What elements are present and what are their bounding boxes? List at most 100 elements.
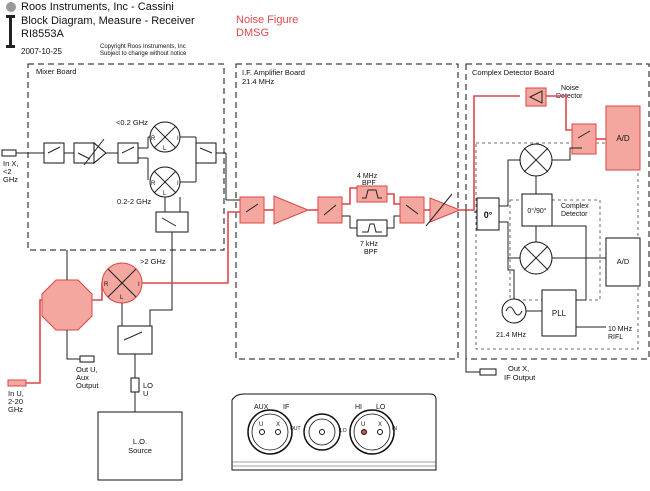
input-u-label-2: 2-20 bbox=[8, 397, 23, 406]
mixer-board-label: Mixer Board bbox=[36, 67, 76, 76]
mixer-high-r: R bbox=[104, 282, 109, 288]
switch-3 bbox=[117, 142, 139, 164]
mixer-low-r: R bbox=[151, 136, 156, 142]
quadrature-splitter bbox=[521, 193, 553, 227]
ad-bottom-label: A/D bbox=[617, 257, 630, 266]
zero-degree-splitter bbox=[476, 197, 500, 231]
panel-connector-lo bbox=[303, 413, 341, 451]
lo-switch-mixer bbox=[155, 211, 189, 233]
pll-block bbox=[541, 289, 577, 337]
lo-source-label-2: Source bbox=[128, 446, 152, 455]
input-x-label-3: GHz bbox=[3, 175, 18, 184]
input-x-label: In X, bbox=[3, 159, 18, 168]
ad-converter-top bbox=[605, 105, 641, 171]
if-board-outline bbox=[235, 63, 459, 360]
bpf-7khz-label-2: BPF bbox=[364, 249, 378, 256]
bpf-4mhz-label-2: BPF bbox=[362, 180, 376, 187]
band-label-02-2: 0.2-2 GHz bbox=[117, 197, 151, 206]
panel-lo-label: LO bbox=[376, 404, 386, 411]
logo-dot-icon bbox=[6, 2, 16, 12]
panel-lo-side-label: LO bbox=[340, 428, 347, 434]
panel-aux-u: U bbox=[259, 422, 263, 428]
panel-if-label: IF bbox=[283, 404, 289, 411]
ref-in-label: 10 MHz bbox=[608, 326, 633, 333]
panel-aux-label: AUX bbox=[254, 404, 269, 411]
lo-source-block bbox=[97, 411, 183, 481]
ref-in-label-2: RIFL bbox=[608, 334, 623, 341]
output-x-connector bbox=[479, 368, 497, 376]
if-input-switch bbox=[239, 196, 265, 224]
output-x-label: Out X, bbox=[508, 364, 529, 373]
panel-out-label: OUT bbox=[290, 426, 301, 432]
input-x-connector bbox=[1, 149, 17, 157]
band-label-lt02: <0.2 GHz bbox=[116, 118, 148, 127]
oscillator-label: 21.4 MHz bbox=[496, 332, 526, 339]
detector-mixer-i bbox=[519, 143, 553, 177]
if-filter-switch-in bbox=[317, 196, 343, 224]
output-u-label: Out U, bbox=[76, 365, 98, 374]
output-u-label-3: Output bbox=[76, 381, 99, 390]
noise-detector bbox=[525, 87, 547, 107]
mixer-mid-i: I bbox=[177, 181, 179, 187]
bpf-4mhz-label: 4 MHz bbox=[357, 173, 378, 180]
ad-input-switch bbox=[571, 123, 597, 155]
input-u-coupler bbox=[41, 279, 93, 331]
highlight-noise-figure: Noise Figure bbox=[236, 14, 298, 26]
copyright: Copyright Roos Instruments, Inc bbox=[100, 44, 186, 50]
ad-top-label: A/D bbox=[616, 134, 630, 143]
output-u-label-2: Aux bbox=[76, 373, 89, 382]
highlight-dmsg: DMSG bbox=[236, 27, 269, 39]
ad-converter-bottom bbox=[605, 237, 641, 287]
switch-1 bbox=[43, 142, 65, 164]
complex-detector-board-outline bbox=[465, 63, 650, 360]
lo-u-label: LO bbox=[143, 381, 153, 390]
complex-detector-label-2: Detector bbox=[561, 211, 588, 218]
if-gain-arrow-icon bbox=[425, 193, 453, 227]
quadrature-label: 0°/90° bbox=[527, 207, 546, 215]
complex-detector-label: Complex bbox=[561, 203, 589, 210]
noise-detector-label-2: Detector bbox=[556, 93, 583, 100]
lo-u-connector bbox=[130, 377, 140, 393]
mixer-high-l: L bbox=[120, 295, 124, 301]
panel-connector-aux-if bbox=[247, 409, 293, 455]
oscillator-21-4mhz bbox=[501, 298, 527, 324]
lo-source-label: L.O. bbox=[133, 437, 147, 446]
detector-mixer-q bbox=[519, 241, 553, 275]
pll-label: PLL bbox=[552, 309, 567, 318]
input-u-label: In U, bbox=[8, 389, 24, 398]
lo-switch bbox=[117, 325, 153, 355]
if-board-label: I.F. Amplifier Board bbox=[242, 68, 305, 77]
panel-if-x: X bbox=[276, 422, 280, 428]
amplifier-1 bbox=[93, 141, 107, 165]
switch-2 bbox=[73, 142, 95, 164]
bpf-4mhz bbox=[356, 185, 388, 203]
mixer-high-i: I bbox=[138, 282, 140, 288]
noise-detector-label: Noise bbox=[561, 85, 579, 92]
if-variable-amplifier bbox=[429, 197, 462, 223]
mixer-mid-l: L bbox=[163, 191, 167, 197]
mixer-low-l: L bbox=[163, 146, 167, 152]
zero-degree-label: 0° bbox=[484, 210, 493, 220]
mixer-mid-r: R bbox=[151, 181, 156, 187]
part-number: RI8553A bbox=[21, 28, 64, 40]
company-name: Roos Instruments, Inc - Cassini bbox=[21, 1, 174, 13]
bpf-7khz-label: 7 kHz bbox=[360, 241, 378, 248]
mixer-board-outline bbox=[27, 63, 225, 251]
panel-lo-x: X bbox=[378, 422, 382, 428]
band-label-gt2: >2 GHz bbox=[140, 257, 166, 266]
panel-hi-label: HI bbox=[355, 404, 362, 411]
input-x-label-2: <2 bbox=[3, 167, 12, 176]
copyright-notice: Subject to change without notice bbox=[100, 51, 187, 57]
page-title: Block Diagram, Measure - Receiver bbox=[21, 15, 195, 27]
logo-mark-icon bbox=[6, 15, 15, 48]
input-u-connector bbox=[7, 379, 27, 387]
input-u-label-3: GHz bbox=[8, 405, 23, 414]
panel-hi-u: U bbox=[361, 422, 365, 428]
output-x-label-2: IF Output bbox=[504, 373, 536, 382]
complex-detector-board-label: Complex Detector Board bbox=[472, 68, 554, 77]
switch-4 bbox=[195, 142, 217, 164]
output-u-connector bbox=[79, 355, 95, 363]
variable-gain-arrow-icon bbox=[83, 138, 105, 166]
